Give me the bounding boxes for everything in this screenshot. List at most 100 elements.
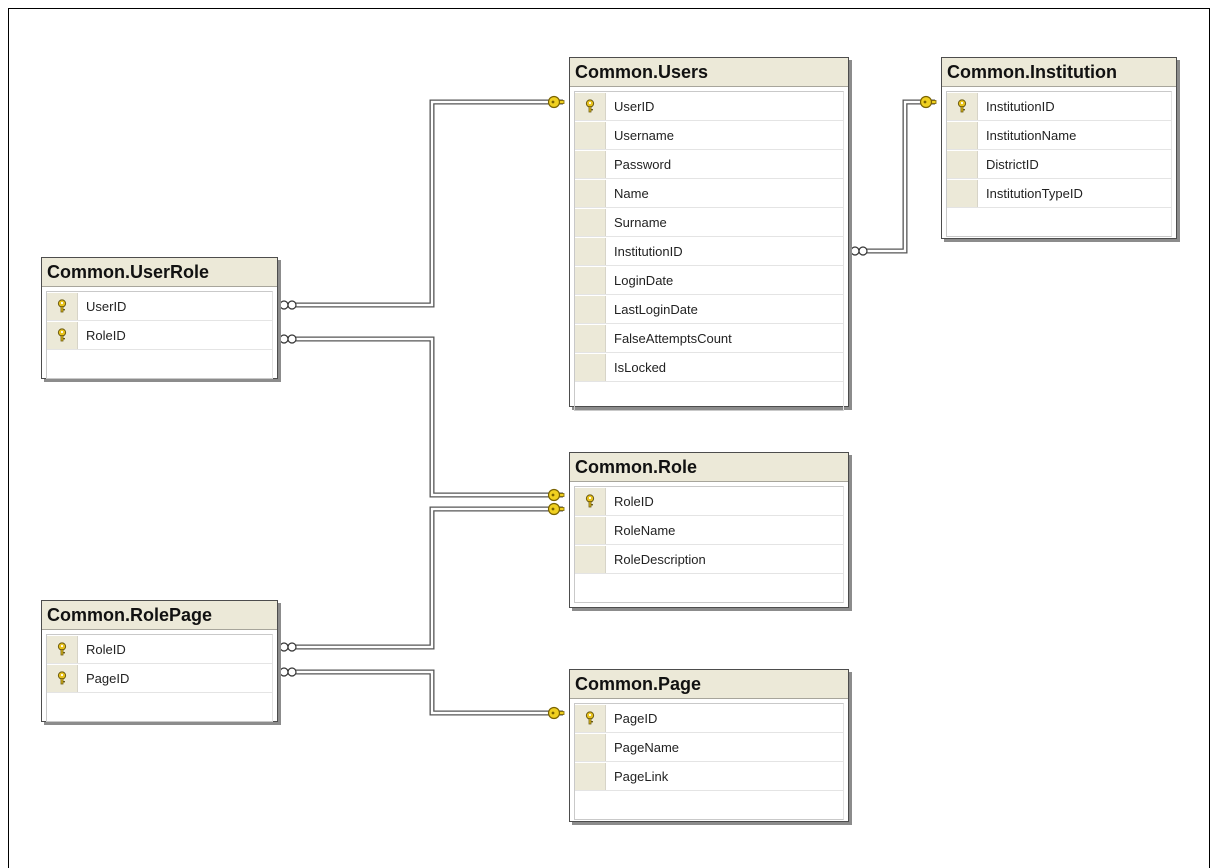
column-name: InstitutionTypeID [986,185,1083,201]
row-selector [575,266,606,294]
column-row[interactable]: Surname [575,208,843,237]
column-name: IsLocked [614,359,667,375]
column-name: RoleName [614,522,676,538]
empty-row [575,382,843,410]
many-end-infinity-icon [279,667,297,677]
column-name: PageID [614,710,658,726]
primary-key-icon [957,99,967,113]
column-name: UserID [614,98,655,114]
row-selector [575,733,606,761]
diagram-canvas [8,8,1210,868]
primary-key-icon [585,494,595,508]
relationship-userrole-role[interactable] [278,334,565,502]
column-row[interactable]: Name [575,179,843,208]
column-name: Password [614,156,672,172]
many-end-infinity-icon [850,246,868,256]
row-selector [575,516,606,544]
primary-key-icon [585,711,595,725]
row-selector [947,121,978,149]
column-row[interactable]: Username [575,121,843,150]
column-row[interactable]: LoginDate [575,266,843,295]
column-row[interactable]: RoleID [575,487,843,516]
column-row[interactable]: LastLoginDate [575,295,843,324]
primary-key-icon [57,642,67,656]
row-selector [47,664,78,692]
column-row[interactable]: PageName [575,733,843,762]
column-row[interactable]: IsLocked [575,353,843,382]
column-name: RoleID [86,327,126,343]
row-selector [575,237,606,265]
one-end-key-icon [547,706,565,720]
column-name: InstitutionID [986,98,1055,114]
row-selector [47,321,78,349]
row-selector [575,487,606,515]
column-row[interactable]: InstitutionName [947,121,1171,150]
row-selector [47,292,78,320]
row-selector [575,324,606,352]
table-title: Common.Institution [942,58,1176,87]
column-row[interactable]: PageID [575,704,843,733]
many-end-infinity-icon [279,334,297,344]
row-selector [575,121,606,149]
row-selector [47,635,78,663]
one-end-key-icon [547,502,565,516]
empty-row [47,693,272,721]
column-name: RoleDescription [614,551,706,567]
column-name: InstitutionName [986,127,1077,143]
row-selector [947,179,978,207]
column-row[interactable]: UserID [575,92,843,121]
row-selector [575,179,606,207]
one-end-key-icon [919,95,937,109]
column-row[interactable]: RoleName [575,516,843,545]
row-selector [575,150,606,178]
column-name: RoleID [614,493,654,509]
table-title: Common.UserRole [42,258,277,287]
table-title: Common.Users [570,58,848,87]
table-common-userrole[interactable]: Common.UserRole UserID RoleID [41,257,278,379]
one-end-key-icon [547,488,565,502]
primary-key-icon [585,99,595,113]
column-row[interactable]: RoleDescription [575,545,843,574]
column-name: Surname [614,214,667,230]
column-name: LastLoginDate [614,301,698,317]
empty-row [947,208,1171,236]
column-row[interactable]: PageLink [575,762,843,791]
relationship-rolepage-page[interactable] [278,667,565,720]
column-row[interactable]: UserID [47,292,272,321]
row-selector [575,353,606,381]
many-end-infinity-icon [279,300,297,310]
table-title: Common.Role [570,453,848,482]
primary-key-icon [57,299,67,313]
relationship-rolepage-role[interactable] [278,502,565,652]
row-selector [575,92,606,120]
column-row[interactable]: RoleID [47,635,272,664]
column-row[interactable]: DistrictID [947,150,1171,179]
column-row[interactable]: FalseAttemptsCount [575,324,843,353]
column-row[interactable]: RoleID [47,321,272,350]
relationship-userrole-users[interactable] [278,95,565,310]
empty-row [575,791,843,819]
column-name: InstitutionID [614,243,683,259]
column-row[interactable]: InstitutionID [947,92,1171,121]
column-row[interactable]: InstitutionTypeID [947,179,1171,208]
column-row[interactable]: PageID [47,664,272,693]
column-name: PageLink [614,768,669,784]
row-selector [947,150,978,178]
column-name: FalseAttemptsCount [614,330,732,346]
column-row[interactable]: Password [575,150,843,179]
one-end-key-icon [547,95,565,109]
column-name: DistrictID [986,156,1039,172]
relationship-users-institution[interactable] [849,95,937,256]
column-row[interactable]: InstitutionID [575,237,843,266]
